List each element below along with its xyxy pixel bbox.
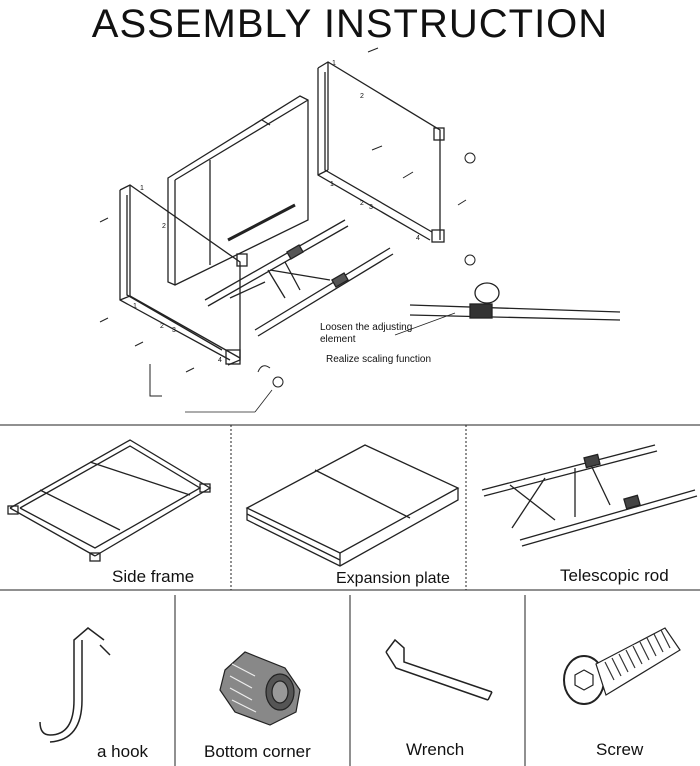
expansion-plate-icon [245,444,460,567]
part-label-screw: Screw [596,740,644,759]
svg-text:4: 4 [416,235,420,242]
part-label-hook: a hook [97,742,149,761]
telescopic-rod-icon [481,444,698,547]
svg-text:1: 1 [332,60,336,67]
hook-icon [39,627,111,743]
bottom-corner-icon [219,651,301,726]
svg-text:2: 2 [162,223,166,230]
hardware-exploded [99,47,476,413]
svg-text:3: 3 [172,327,176,334]
svg-text:1: 1 [133,303,137,310]
screw-icon [563,627,681,705]
callout-adjust-line1: Loosen the adjusting [320,322,413,333]
svg-text:2: 2 [360,93,364,100]
svg-text:1: 1 [140,185,144,192]
adjusting-element-detail [394,282,621,336]
right-side-frame-drawing [317,61,445,243]
expansion-plate-drawing [167,95,309,286]
part-label-side-frame: Side frame [112,567,195,586]
svg-text:2: 2 [360,200,364,207]
callout-adjust-line2: element [320,334,356,345]
part-label-telescopic-rod: Telescopic rod [560,566,669,585]
telescopic-rod-drawing [204,219,394,337]
svg-text:4: 4 [218,357,222,364]
part-label-bottom-corner: Bottom corner [204,742,311,761]
exploded-assembly-diagram: 12 123 4 12 123 4 [99,47,621,413]
svg-text:1: 1 [330,181,334,188]
left-side-frame-drawing [119,184,248,366]
part-label-expansion-plate: Expansion plate [336,570,450,587]
wrench-icon [385,638,493,701]
svg-text:3: 3 [369,204,373,211]
page-title: ASSEMBLY INSTRUCTION [91,2,609,46]
side-frame-icon [7,439,212,562]
callout-scaling: Realize scaling function [326,354,432,365]
part-label-wrench: Wrench [406,740,465,759]
svg-text:2: 2 [160,323,164,330]
